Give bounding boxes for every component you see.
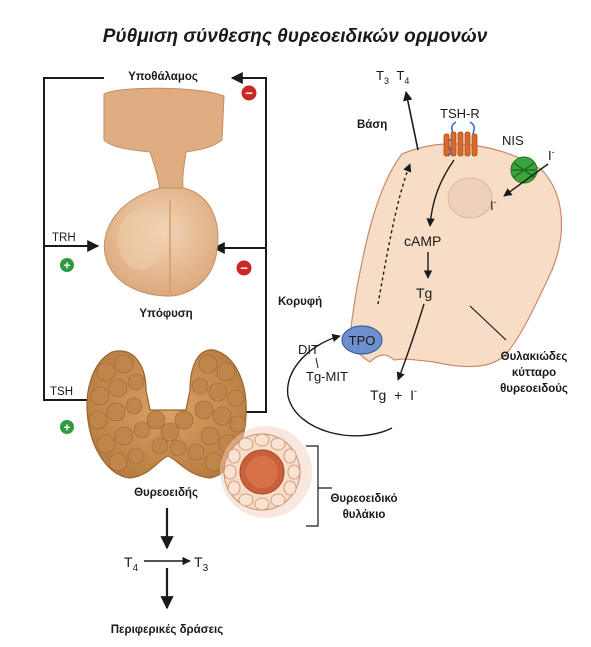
plus-marker-trh: + — [60, 258, 74, 273]
t4-output-label: T4 — [124, 554, 139, 574]
dit-label: DIT — [298, 342, 319, 357]
follicle-label-line1: Θυρεοειδικό — [330, 493, 397, 505]
tg-inner-label: Tg — [416, 285, 432, 301]
minus-marker-pituitary: − — [236, 260, 252, 276]
page-title: Ρύθμιση σύνθεσης θυρεοειδικών ορμονών — [103, 26, 488, 47]
minus-marker-hypothalamus: − — [241, 85, 257, 101]
svg-text:I-: I- — [548, 147, 555, 163]
tsh-receptor — [443, 121, 478, 157]
tg-secretion-arrow — [396, 303, 425, 381]
tg-plus-iodide-label: Tg + I- — [370, 386, 417, 403]
svg-text:T4: T4 — [124, 554, 139, 574]
thyroid-label: Θυρεοειδής — [134, 487, 198, 499]
iodide-outside-label: I- — [548, 147, 555, 163]
apex-label: Κορυφή — [278, 296, 322, 308]
nis-label: NIS — [502, 133, 524, 148]
hypothalamus-label: Υποθάλαμος — [128, 71, 198, 83]
svg-text:I-: I- — [490, 197, 497, 213]
iodide-inside-label: I- — [490, 197, 497, 213]
follicle-label-line2: θυλάκιο — [343, 509, 386, 521]
nucleus — [447, 177, 493, 219]
iodination-loop — [286, 333, 393, 437]
tsh-r-label: TSH-R — [440, 106, 480, 121]
svg-text:+: + — [63, 421, 70, 435]
svg-text:T3 T4: T3 T4 — [376, 68, 409, 87]
cell-pointer-line — [469, 305, 507, 341]
endocytosis-dotted-arrow — [377, 163, 412, 305]
svg-text:−: − — [245, 86, 253, 101]
tpo-label: TPO — [349, 333, 376, 348]
base-label: Βάση — [357, 119, 387, 131]
hormone-output-arrows — [144, 508, 191, 610]
pituitary-label: Υπόφυση — [139, 308, 192, 320]
trh-label: TRH — [52, 232, 76, 244]
secretion-arrow — [403, 91, 419, 151]
follicular-cell-illustration — [349, 143, 563, 368]
plus-marker-tsh: + — [60, 420, 74, 435]
feedback-loop-lines — [43, 72, 267, 413]
tsh-label: TSH — [50, 386, 73, 398]
thyroid-gland-illustration — [86, 349, 247, 479]
nis-transporter — [510, 156, 538, 184]
peripheral-actions-label: Περιφερικές δράσεις — [111, 624, 224, 636]
svg-text:Tg + I-: Tg + I- — [370, 386, 417, 403]
thyroid-follicle-illustration — [220, 426, 312, 518]
secreted-t3-t4-label: T3 T4 — [376, 68, 409, 87]
cell-label-line2: κύτταρο — [512, 367, 556, 379]
follicle-bracket — [306, 445, 332, 527]
svg-text:+: + — [63, 259, 70, 273]
cell-label-line3: θυρεοειδούς — [500, 383, 568, 395]
svg-text:T3: T3 — [194, 554, 209, 574]
iodide-uptake-arrow — [503, 163, 549, 197]
tg-mit-label: Tg-MIT — [306, 369, 348, 384]
tpo-enzyme — [341, 325, 383, 355]
receptor-to-camp-arrow — [426, 159, 455, 227]
svg-text:−: − — [240, 261, 248, 276]
camp-label: cAMP — [404, 233, 441, 249]
t3-output-label: T3 — [194, 554, 209, 574]
hypothalamus-pituitary-illustration — [103, 87, 225, 297]
hypothalamus-shape — [103, 87, 225, 191]
cell-label-line1: Θυλακιώδες — [501, 351, 568, 363]
